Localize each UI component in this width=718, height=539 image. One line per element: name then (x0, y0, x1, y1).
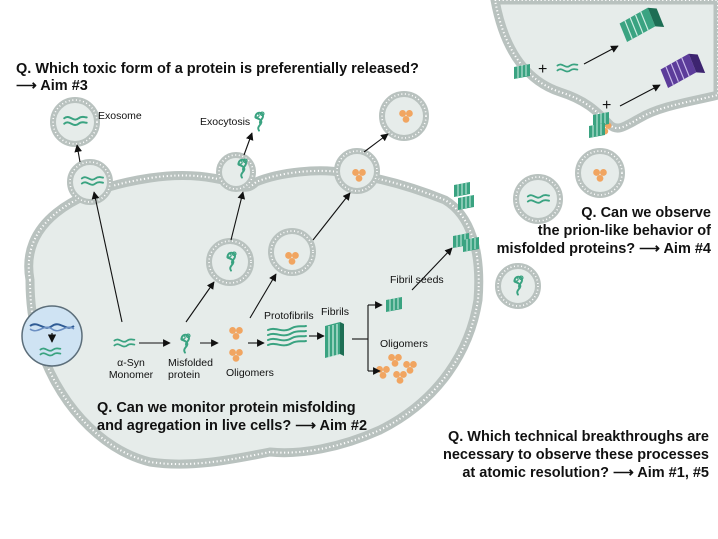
question-aim4-line3: misfolded proteins? ⟶ Aim #4 (496, 241, 711, 257)
question-aim1-5-line1: Q. Which technical breakthroughs are (447, 429, 709, 445)
exosome-vesicle (50, 97, 100, 147)
cell-body (24, 166, 484, 469)
label-exosome: Exosome (98, 110, 142, 122)
label-protofibrils: Protofibrils (264, 310, 314, 322)
arrows (74, 45, 661, 375)
label-oligomers-cell: Oligomers (226, 367, 274, 379)
label-fibrils: Fibrils (321, 306, 349, 318)
uptake-vesicle-oligomer (575, 148, 625, 198)
vesicle-membrane-texture (52, 93, 623, 307)
plus-sign-top: + (538, 61, 548, 78)
nucleus (21, 305, 83, 367)
label-misfolded-line2: protein (168, 369, 201, 381)
uptake-vesicle-monomer (513, 174, 563, 224)
question-aim1-5-line2: necessary to observe these processes (443, 447, 709, 463)
label-asyn-monomer-line1: α-Syn (117, 357, 145, 369)
label-exocytosis: Exocytosis (200, 116, 251, 128)
inner-vesicle-oligomer (268, 228, 316, 276)
question-aim2-line1: Q. Can we monitor protein misfolding (97, 400, 356, 416)
label-misfolded-line1: Misfolded (168, 357, 213, 369)
question-aim1-5-line3: at atomic resolution? ⟶ Aim #1, #5 (462, 465, 709, 481)
question-aim4-line1: Q. Can we observe (581, 205, 711, 221)
plus-sign-bottom: + (602, 97, 612, 114)
protofibrils (267, 325, 307, 347)
fibrils (324, 321, 345, 359)
question-aim2-line2: and agregation in live cells? ⟶ Aim #2 (97, 418, 368, 434)
label-asyn-monomer-line2: Monomer (108, 369, 154, 381)
question-aim3-line2: ⟶ Aim #3 (16, 78, 88, 94)
inner-vesicle-misfolded (206, 238, 254, 286)
large-green-fibril (619, 7, 665, 43)
label-oligomers-branch: Oligomers (380, 338, 428, 350)
label-fibril-seeds: Fibril seeds (390, 274, 444, 286)
question-aim4-line2: the prion-like behavior of (537, 223, 711, 239)
question-aim3-line1: Q. Which toxic form of a protein is pref… (16, 61, 419, 77)
large-purple-fibril (660, 53, 706, 89)
